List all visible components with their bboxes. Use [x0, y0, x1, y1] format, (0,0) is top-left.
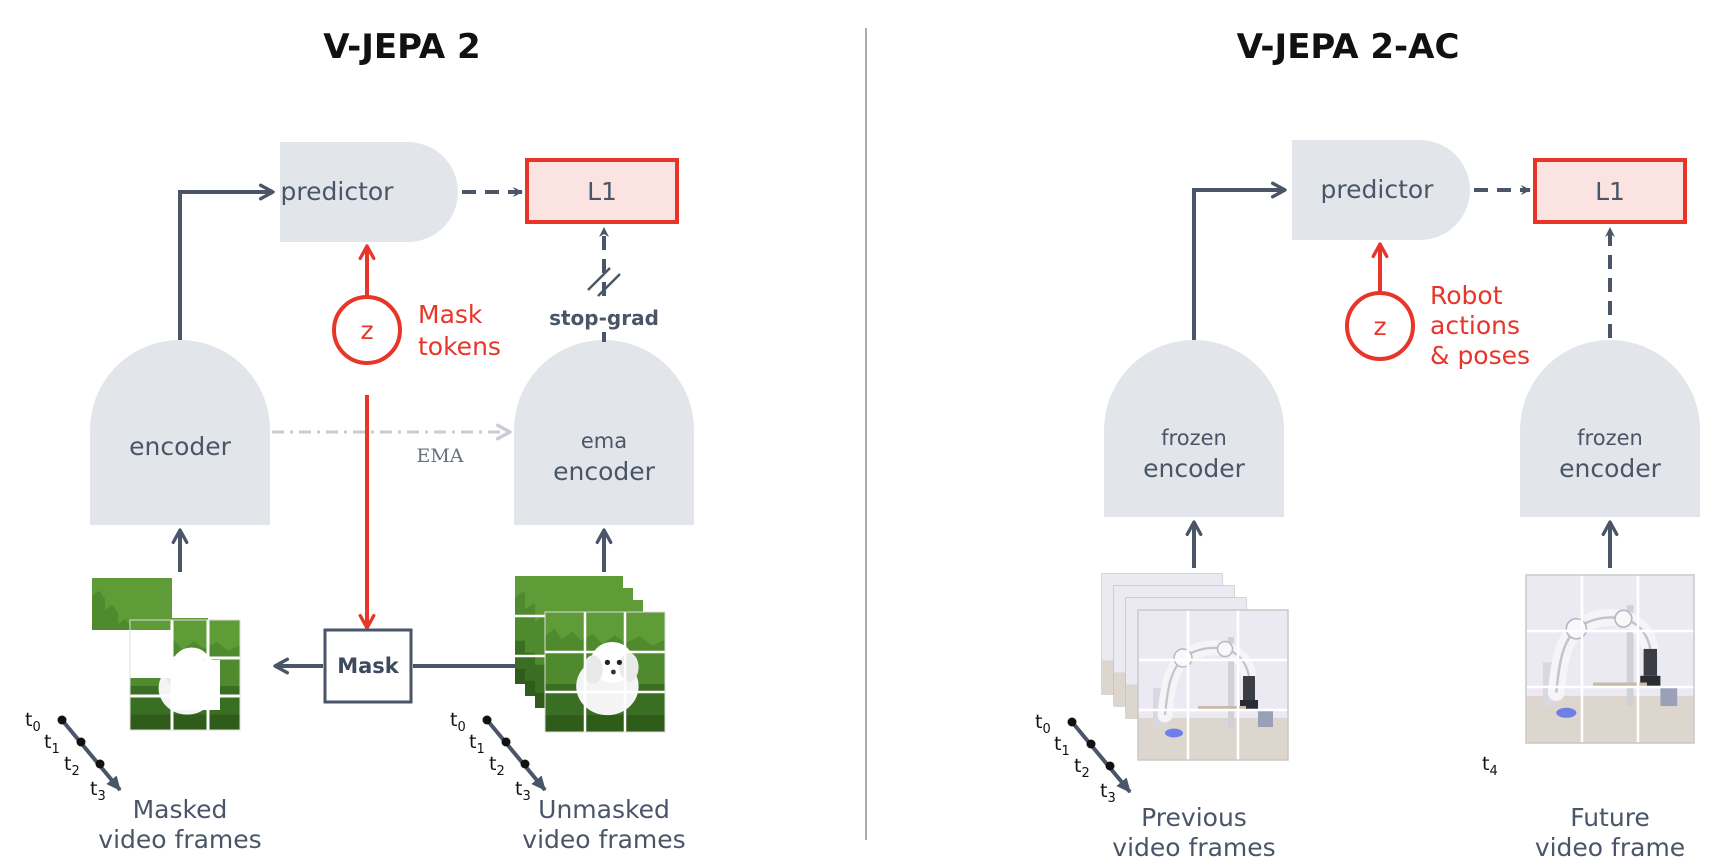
left-ema-arrow-label: EMA	[416, 445, 463, 467]
left-time-axis-unmasked: t0 t1 t2 t3	[450, 709, 547, 804]
left-encoder-to-predictor-arrow	[178, 183, 275, 340]
right-future-frame	[1526, 575, 1694, 743]
svg-text:t2: t2	[1074, 755, 1090, 781]
svg-text:t1: t1	[469, 731, 485, 757]
future-time-label: t4	[1482, 753, 1498, 779]
svg-text:t0: t0	[450, 709, 466, 735]
right-z-node	[1345, 291, 1415, 361]
left-mask-tokens-line2: tokens	[418, 332, 501, 361]
left-unmasked-caption-line1: Unmasked	[538, 795, 670, 824]
right-actions-line3: & poses	[1430, 341, 1530, 370]
left-z-label: z	[360, 316, 373, 345]
right-predictor-block	[1292, 140, 1470, 240]
right-future-caption-line2: video frame	[1535, 833, 1685, 862]
right-encoder-to-predictor-arrow	[1192, 181, 1287, 340]
left-ema-encoder-label-bottom: encoder	[553, 457, 656, 486]
left-masked-caption-line2: video frames	[98, 825, 261, 854]
left-time-axis-masked: t0 t1 t2 t3	[25, 709, 122, 804]
svg-text:t0: t0	[1035, 711, 1051, 737]
right-z-label: z	[1373, 312, 1386, 341]
left-ema-encoder-block	[514, 340, 694, 525]
right-frozen-encoder-right-top: frozen	[1577, 426, 1643, 450]
left-predictor-label: predictor	[281, 177, 395, 206]
left-encoder-block	[90, 340, 270, 525]
svg-text:t3: t3	[1100, 780, 1116, 806]
svg-text:t2: t2	[64, 753, 80, 779]
right-time-axis-previous: t0 t1 t2 t3	[1035, 711, 1132, 806]
left-mask-box-label: Mask	[337, 654, 400, 678]
stop-grad-label-bg	[548, 302, 660, 332]
svg-text:t3: t3	[515, 778, 531, 804]
right-future-caption-line1: Future	[1570, 803, 1650, 832]
right-actions-line2: actions	[1430, 311, 1520, 340]
left-stop-grad-label: stop-grad	[549, 306, 659, 330]
svg-text:t1: t1	[1054, 733, 1070, 759]
right-frozen-encoder-left-block	[1104, 340, 1284, 517]
left-unmasked-caption-line2: video frames	[522, 825, 685, 854]
right-predictor-label: predictor	[1321, 175, 1435, 204]
right-previous-frames	[1102, 574, 1288, 760]
svg-text:t1: t1	[44, 731, 60, 757]
right-actions-line1: Robot	[1430, 281, 1503, 310]
left-z-node	[332, 295, 402, 365]
left-ema-encoder-label-top: ema	[581, 429, 627, 453]
right-frozen-encoder-left-bottom: encoder	[1143, 454, 1246, 483]
left-predictor-block	[280, 142, 458, 242]
right-frozen-encoder-right-block	[1520, 340, 1700, 517]
left-mask-box	[323, 628, 413, 704]
right-title: V-JEPA 2-AC	[1237, 27, 1460, 67]
left-encoder-label: encoder	[129, 432, 232, 461]
right-previous-caption-line2: video frames	[1112, 833, 1275, 862]
right-loss-box	[1533, 158, 1687, 224]
right-loss-label: L1	[1595, 177, 1625, 206]
right-frozen-encoder-right-bottom: encoder	[1559, 454, 1662, 483]
left-masked-frames	[84, 574, 270, 731]
left-unmasked-frames	[515, 576, 666, 733]
left-title: V-JEPA 2	[323, 27, 480, 67]
svg-text:t3: t3	[90, 778, 106, 804]
left-loss-box	[525, 158, 679, 224]
left-loss-label: L1	[587, 177, 617, 206]
left-mask-tokens-line1: Mask	[418, 300, 483, 329]
svg-text:t2: t2	[489, 753, 505, 779]
stop-grad-mark	[587, 267, 611, 291]
left-masked-caption-line1: Masked	[133, 795, 228, 824]
svg-text:t0: t0	[25, 709, 41, 735]
stop-grad-mark	[597, 273, 621, 297]
right-previous-caption-line1: Previous	[1141, 803, 1247, 832]
right-frozen-encoder-left-top: frozen	[1161, 426, 1227, 450]
